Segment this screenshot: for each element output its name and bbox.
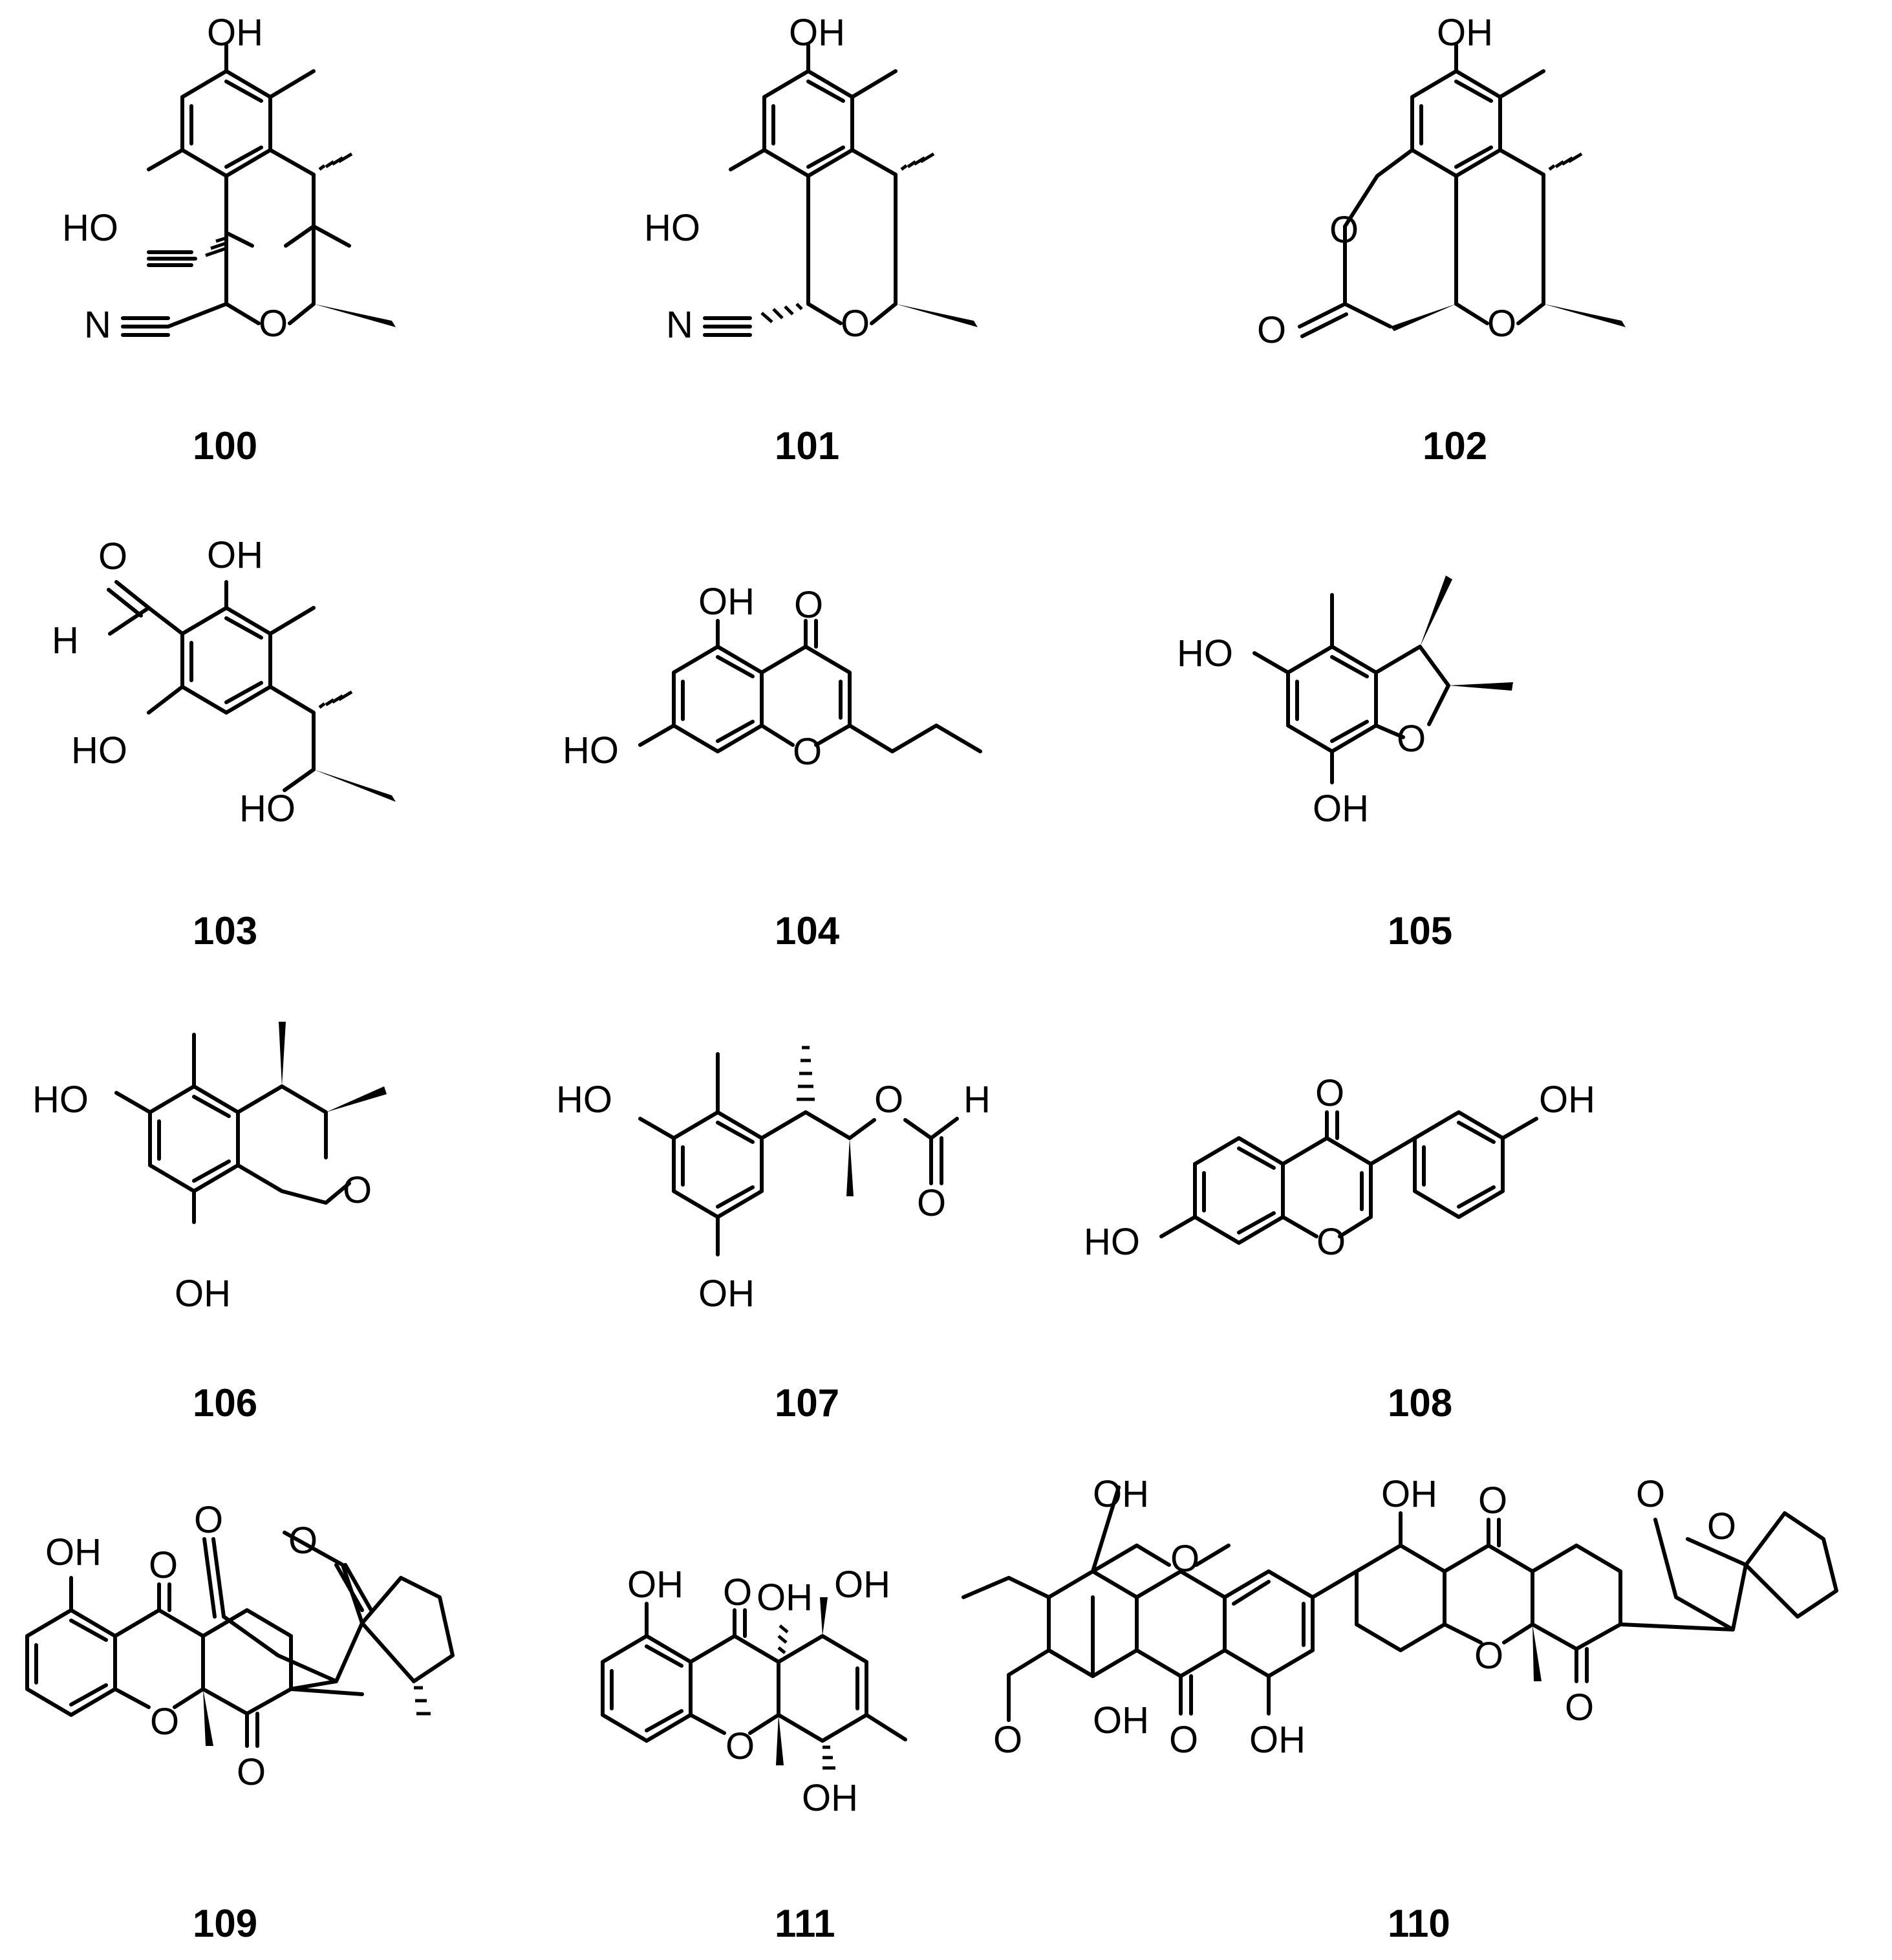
compound-label-100: 100 xyxy=(193,424,257,468)
atom-ho: HO xyxy=(1084,1221,1140,1263)
atom-o: O xyxy=(794,584,823,626)
atom-oh: OH xyxy=(207,534,263,576)
atom-ho: HO xyxy=(563,729,619,771)
atom-o: O xyxy=(259,303,288,345)
atom-oh: OH xyxy=(1249,1719,1306,1761)
compound-label-110: 110 xyxy=(1388,1902,1450,1945)
atom-o: O xyxy=(726,1725,755,1767)
structure-103: O OH H HO HO 103 xyxy=(52,534,396,953)
atom-o: O xyxy=(1487,303,1516,345)
structure-110: OH O OH O O OH OH O O O O O 110 xyxy=(962,1473,1838,1945)
structure-102: OH O O O 102 xyxy=(1257,12,1626,468)
atom-o: O xyxy=(1169,1719,1198,1761)
structure-105: HO O OH 105 xyxy=(1177,576,1513,953)
atom-n: N xyxy=(84,304,111,346)
atom-oh: OH xyxy=(698,581,755,623)
structure-108: O OH HO O 108 xyxy=(1084,1072,1595,1425)
atom-o: O xyxy=(1329,209,1359,251)
atom-o: O xyxy=(1315,1072,1344,1114)
atom-oh: OH xyxy=(175,1273,231,1315)
atom-ho: HO xyxy=(62,207,118,249)
atom-o: O xyxy=(993,1719,1022,1761)
atom-o: O xyxy=(343,1169,372,1211)
atom-o: O xyxy=(1474,1635,1503,1677)
atom-oh: OH xyxy=(1437,12,1493,54)
atom-oh: OH xyxy=(1093,1699,1149,1741)
atom-oh: OH xyxy=(627,1564,683,1606)
compound-label-109: 109 xyxy=(193,1902,257,1945)
atom-oh: OH xyxy=(207,12,263,54)
structure-100: OH HO O N 100 xyxy=(62,12,396,468)
atom-o: O xyxy=(149,1544,178,1586)
structure-104: OH O HO O 104 xyxy=(563,581,982,953)
atom-oh: OH xyxy=(1093,1473,1149,1515)
atom-o: O xyxy=(1636,1473,1665,1515)
atom-oh: OH xyxy=(1381,1473,1437,1515)
atom-o: O xyxy=(1478,1480,1507,1522)
atom-o: O xyxy=(917,1182,946,1224)
compound-label-107: 107 xyxy=(775,1381,839,1425)
atom-o: O xyxy=(841,303,870,345)
atom-ho: HO xyxy=(556,1079,612,1121)
atom-oh: OH xyxy=(1539,1079,1595,1121)
atom-o: O xyxy=(874,1079,903,1121)
atom-o: O xyxy=(1397,718,1426,760)
atom-ho: HO xyxy=(239,788,296,830)
atom-o: O xyxy=(194,1499,223,1541)
compound-label-102: 102 xyxy=(1423,424,1487,468)
structure-106: HO O OH 106 xyxy=(32,1022,387,1425)
atom-oh: OH xyxy=(1313,788,1369,830)
atom-o: O xyxy=(723,1571,752,1613)
atom-h: H xyxy=(963,1079,991,1121)
atom-o: O xyxy=(1170,1538,1199,1580)
atom-ho: HO xyxy=(32,1079,89,1121)
structure-111: OH O OH OH O OH 111 xyxy=(601,1564,907,1945)
structure-101: OH HO O N 101 xyxy=(644,12,978,468)
atom-oh: OH xyxy=(757,1577,813,1619)
atom-o: O xyxy=(98,535,127,577)
atom-o: O xyxy=(288,1520,317,1562)
atom-oh: OH xyxy=(834,1564,890,1606)
atom-o: O xyxy=(1707,1505,1736,1547)
atom-oh: OH xyxy=(802,1777,858,1819)
atom-o: O xyxy=(1257,309,1286,351)
compound-label-103: 103 xyxy=(193,909,257,953)
compound-label-105: 105 xyxy=(1388,909,1452,953)
compound-label-111: 111 xyxy=(775,1902,835,1945)
atom-o: O xyxy=(1565,1686,1594,1728)
compound-label-104: 104 xyxy=(775,909,840,953)
atom-o: O xyxy=(150,1701,179,1743)
atom-oh: OH xyxy=(698,1273,755,1315)
compound-label-106: 106 xyxy=(193,1381,257,1425)
atom-n: N xyxy=(666,304,693,346)
atom-ho: HO xyxy=(1177,632,1233,674)
atom-h: H xyxy=(52,619,79,662)
atom-o: O xyxy=(237,1751,266,1793)
compound-label-101: 101 xyxy=(775,424,839,468)
atom-oh: OH xyxy=(789,12,845,54)
structure-107: HO O H O OH 107 xyxy=(556,1046,991,1425)
structure-109: OH O O O O O 109 xyxy=(25,1499,455,1945)
atom-ho: HO xyxy=(644,207,700,249)
compound-label-108: 108 xyxy=(1388,1381,1452,1425)
atom-o: O xyxy=(1317,1221,1346,1263)
atom-ho: HO xyxy=(71,729,127,771)
atom-o: O xyxy=(793,731,822,773)
atom-oh: OH xyxy=(45,1531,102,1573)
